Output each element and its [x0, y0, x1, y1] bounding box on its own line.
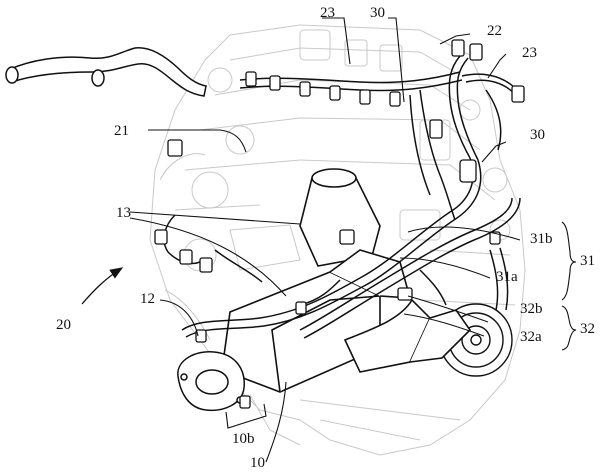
coolant-hose [5, 47, 207, 97]
label-20: 20 [56, 317, 71, 333]
label-31: 31 [580, 253, 595, 269]
label-23-right: 23 [522, 45, 537, 61]
label-32b: 32b [520, 301, 543, 317]
label-13: 13 [116, 205, 131, 221]
leader-lines [129, 17, 577, 463]
catalytic-converter [221, 168, 472, 393]
label-10: 10 [250, 455, 265, 471]
label-21: 21 [114, 123, 129, 139]
engine-block [149, 24, 526, 456]
label-32a: 32a [520, 329, 542, 345]
label-30-top: 30 [370, 5, 385, 21]
exhaust-flange [177, 351, 245, 412]
label-30-right: 30 [530, 127, 545, 143]
wiring-harness [163, 55, 521, 339]
label-31a: 31a [496, 269, 518, 285]
label-23-top: 23 [320, 5, 335, 21]
connectors [154, 39, 525, 409]
label-22: 22 [487, 23, 502, 39]
label-32: 32 [580, 321, 595, 337]
label-31b: 31b [530, 231, 553, 247]
label-10b: 10b [232, 431, 255, 447]
label-12: 12 [140, 291, 155, 307]
figure-arrow [81, 267, 124, 305]
